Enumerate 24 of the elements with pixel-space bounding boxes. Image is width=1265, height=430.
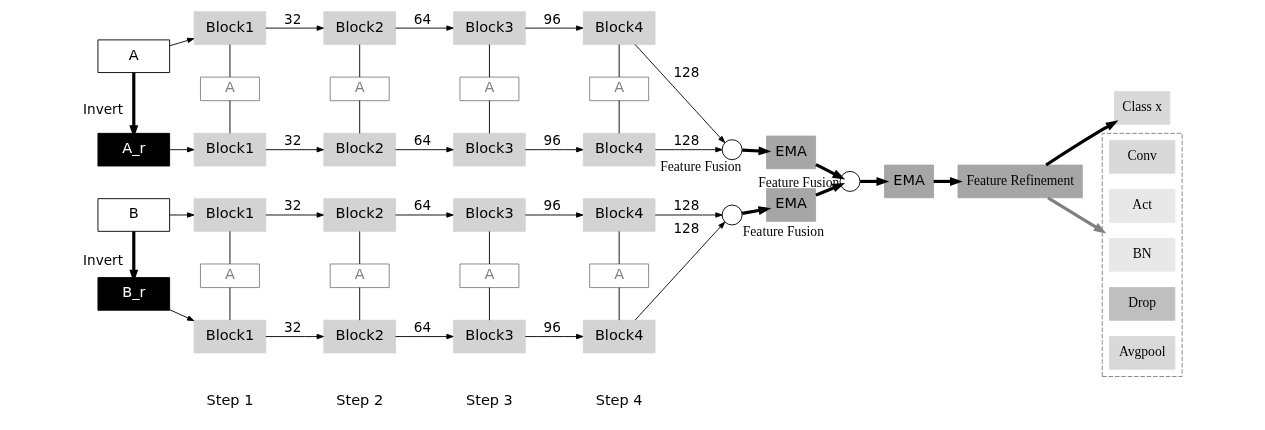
label: Step 4 (595, 392, 643, 409)
label: Step 3 (465, 392, 513, 409)
edge-label: 32 (283, 132, 301, 149)
edge-label: 128 (672, 220, 699, 237)
edge-label: 32 (283, 319, 301, 336)
edge-label: 32 (283, 10, 301, 27)
edge-label: 64 (413, 197, 431, 214)
edge-label: 64 (413, 10, 431, 27)
edge-label: 32 (283, 197, 301, 214)
edge-label: 96 (542, 197, 561, 214)
edge-label: Invert (82, 252, 123, 269)
edge-label: 96 (542, 319, 561, 336)
node-label: Feature Fusion (659, 158, 741, 174)
edge-label: 96 (542, 132, 561, 149)
edge-label: 128 (672, 132, 699, 149)
label: Step 1 (206, 392, 253, 409)
label: Step 2 (335, 392, 383, 409)
edge-label: 96 (542, 10, 561, 27)
edge-label: Invert (82, 100, 123, 117)
node-label: Feature Fusion (742, 223, 824, 239)
edge-label: 128 (672, 197, 699, 214)
edge-label: 128 (672, 64, 699, 81)
edge-label: 64 (413, 319, 431, 336)
edge-label: 64 (413, 132, 431, 149)
